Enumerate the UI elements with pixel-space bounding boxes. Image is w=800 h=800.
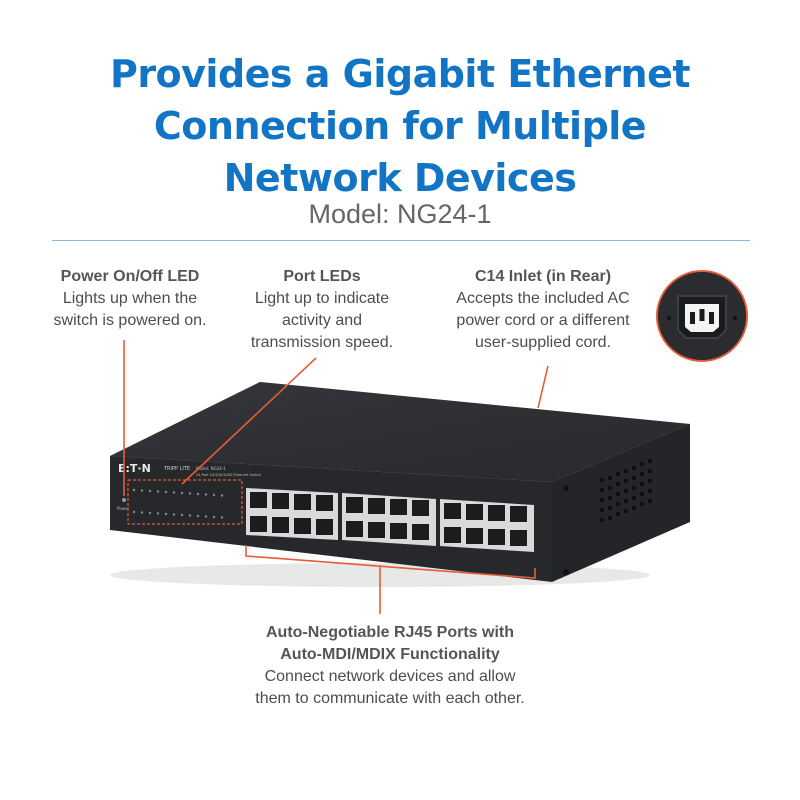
model-number: Model: NG24-1 (308, 199, 492, 229)
divider-line (52, 240, 750, 241)
headline-line-1: Provides a Gigabit Ethernet (109, 52, 691, 96)
callout-c14-inlet-text-3: user-supplied cord. (474, 334, 612, 351)
callout-port-leds: Port LEDs Light up to indicate activity … (232, 266, 412, 354)
callout-rj45-ports-text-2: them to communicate with each other. (255, 690, 525, 707)
headline: Provides a Gigabit Ethernet Connection f… (0, 48, 800, 204)
callout-c14-inlet-text-2: power cord or a different (456, 312, 630, 329)
device-model-label: Model: NG24-1 (196, 466, 226, 471)
callout-port-leds-title: Port LEDs (283, 268, 361, 285)
callout-power-led-title: Power On/Off LED (60, 268, 200, 285)
power-led (122, 498, 126, 502)
callout-rj45-ports-text-1: Connect network devices and allow (264, 668, 516, 685)
callout-rj45-ports-title-2: Auto-MDI/MDIX Functionality (280, 646, 500, 663)
brand-sub: TRIPP LITE (163, 466, 190, 472)
callout-power-led-text-1: Lights up when the (62, 290, 198, 307)
device-desc-label: 24-Port 10/100/1000 Ethernet Switch (196, 473, 261, 477)
callout-c14-inlet-title: C14 Inlet (in Rear) (474, 268, 612, 285)
headline-line-3: Network Devices (223, 156, 577, 200)
rj45-ports (250, 492, 527, 546)
headline-line-2: Connection for Multiple (153, 104, 647, 148)
power-label: Power (117, 506, 129, 511)
side-vents (600, 459, 652, 522)
callout-c14-inlet-text-1: Accepts the included AC (456, 290, 630, 307)
switch-side (552, 424, 690, 582)
side-screw (563, 485, 569, 491)
brand-logo: E:T·N (118, 462, 151, 475)
callout-power-led: Power On/Off LED Lights up when the swit… (42, 266, 218, 332)
port-leds-highlight (127, 479, 243, 525)
callout-port-leds-text-1: Light up to indicate (254, 290, 390, 307)
callout-leaders (123, 340, 549, 614)
callout-power-led-text-2: switch is powered on. (53, 312, 207, 329)
callout-rj45-ports: Auto-Negotiable RJ45 Ports with Auto-MDI… (200, 622, 580, 710)
callout-c14-inlet: C14 Inlet (in Rear) Accepts the included… (442, 266, 644, 354)
callout-port-leds-text-2: activity and (281, 312, 363, 329)
port-led-grid (132, 488, 224, 519)
c14-inlet-icon (658, 272, 746, 360)
callout-rj45-ports-title-1: Auto-Negotiable RJ45 Ports with (265, 624, 515, 641)
c14-inlet-zoom (656, 270, 748, 362)
leader-c14-inlet (537, 365, 549, 409)
bracket-rj45-ports (245, 545, 536, 579)
side-screw (563, 569, 569, 575)
callout-port-leds-text-3: transmission speed. (250, 334, 394, 351)
leader-port-leds (181, 357, 317, 485)
